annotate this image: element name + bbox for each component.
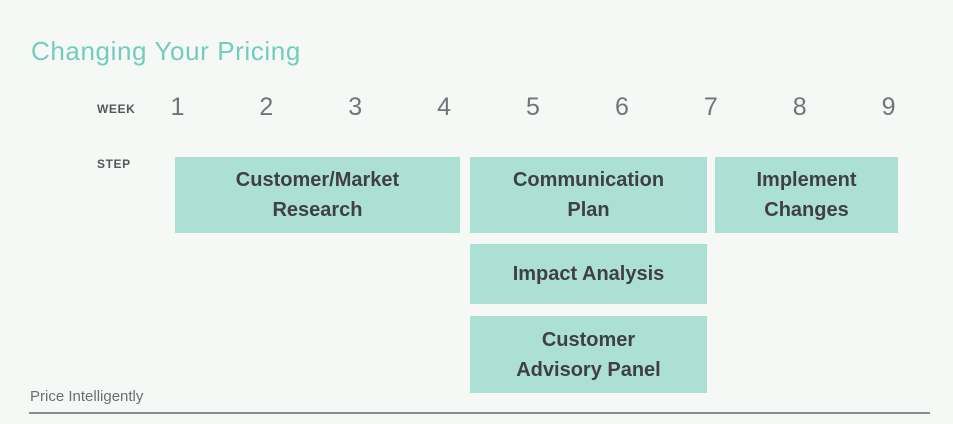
task-bar-customer-market-research: Customer/Market Research bbox=[175, 157, 460, 233]
task-bar-implement-changes: Implement Changes bbox=[715, 157, 898, 233]
task-bar-impact-analysis: Impact Analysis bbox=[470, 244, 707, 304]
week-axis-label: WEEK bbox=[97, 102, 136, 116]
task-bar-customer-advisory-panel: Customer Advisory Panel bbox=[470, 316, 707, 393]
task-bar-label: Customer/Market Research bbox=[235, 169, 400, 221]
week-number-6: 6 bbox=[614, 93, 629, 121]
page-title: Changing Your Pricing bbox=[31, 36, 301, 66]
footer-divider bbox=[29, 412, 930, 414]
task-bar-label: Customer Advisory Panel bbox=[516, 328, 661, 381]
week-number-2: 2 bbox=[259, 93, 274, 121]
week-number-8: 8 bbox=[792, 93, 807, 121]
week-number-9: 9 bbox=[881, 93, 896, 121]
task-bar-label: Impact Analysis bbox=[512, 263, 665, 285]
task-bar-communication-plan: Communication Plan bbox=[470, 157, 707, 233]
week-number-1: 1 bbox=[170, 93, 185, 121]
footer-brand: Price Intelligently bbox=[30, 388, 144, 405]
week-number-5: 5 bbox=[526, 93, 540, 121]
week-number-3: 3 bbox=[348, 93, 363, 121]
week-number-4: 4 bbox=[437, 93, 452, 121]
task-bar-label: Communication Plan bbox=[512, 169, 665, 221]
week-number-row: 1 2 3 4 5 6 7 8 9 bbox=[133, 93, 933, 122]
week-number-7: 7 bbox=[703, 93, 718, 121]
step-axis-label: STEP bbox=[97, 157, 131, 171]
task-bar-label: Implement Changes bbox=[756, 169, 857, 221]
